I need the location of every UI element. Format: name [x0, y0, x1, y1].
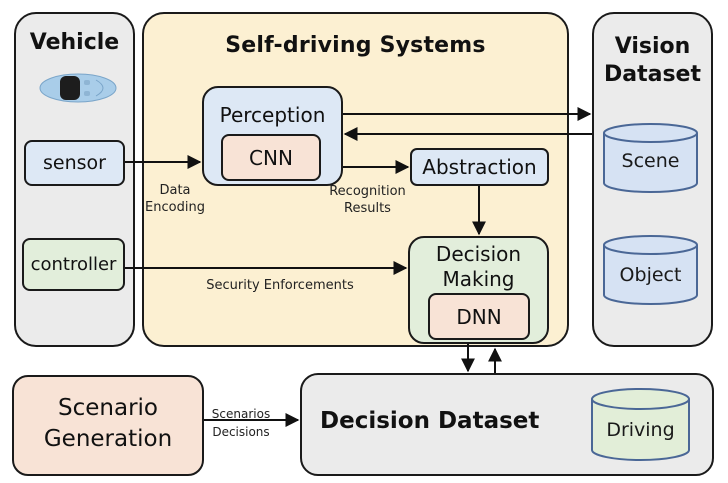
dnn-box[interactable]: DNN — [428, 293, 530, 340]
data-encoding-label-line1: Data — [159, 183, 191, 198]
object-label: Object — [619, 264, 682, 286]
recognition-results-label-line2: Results — [344, 201, 391, 216]
driving-label: Driving — [606, 419, 675, 441]
driving-store[interactable]: Driving — [590, 387, 691, 462]
abstraction-box[interactable]: Abstraction — [410, 148, 549, 186]
decision-making-label: Decision Making — [435, 242, 522, 291]
scenario-generation-line2: Generation — [43, 426, 173, 452]
cnn-box[interactable]: CNN — [221, 134, 321, 181]
recognition-results-label-line1: Recognition — [329, 184, 406, 199]
scene-label: Scene — [621, 150, 680, 172]
scenarios-label: Scenarios — [211, 407, 271, 421]
vehicle-title: Vehicle — [29, 30, 120, 55]
perception-label: Perception — [219, 103, 326, 127]
object-store[interactable]: Object — [602, 234, 699, 306]
self-driving-title: Self-driving Systems — [225, 33, 486, 58]
object-cylinder-icon — [603, 235, 698, 305]
vision-dataset-title-line2: Dataset — [603, 62, 701, 87]
car-top-view-icon — [38, 72, 118, 104]
abstraction-label: Abstraction — [422, 155, 537, 179]
controller-box[interactable]: controller — [22, 238, 125, 291]
scene-store[interactable]: Scene — [602, 122, 699, 194]
dnn-label: DNN — [456, 304, 502, 329]
scenario-generation-box[interactable] — [12, 375, 204, 476]
sensor-box[interactable]: sensor — [24, 140, 125, 186]
decisions-label: Decisions — [212, 425, 270, 439]
scenario-generation-line1: Scenario — [58, 395, 158, 421]
controller-label: controller — [30, 254, 117, 275]
vision-dataset-title-line1: Vision — [614, 34, 691, 59]
sensor-label: sensor — [43, 152, 106, 174]
decision-dataset-title: Decision Dataset — [320, 408, 540, 434]
cnn-label: CNN — [249, 145, 293, 170]
security-enforcements-label: Security Enforcements — [206, 278, 354, 293]
data-encoding-label-line2: Encoding — [145, 200, 205, 215]
driving-cylinder-icon — [591, 388, 690, 461]
scene-cylinder-icon — [603, 123, 698, 193]
